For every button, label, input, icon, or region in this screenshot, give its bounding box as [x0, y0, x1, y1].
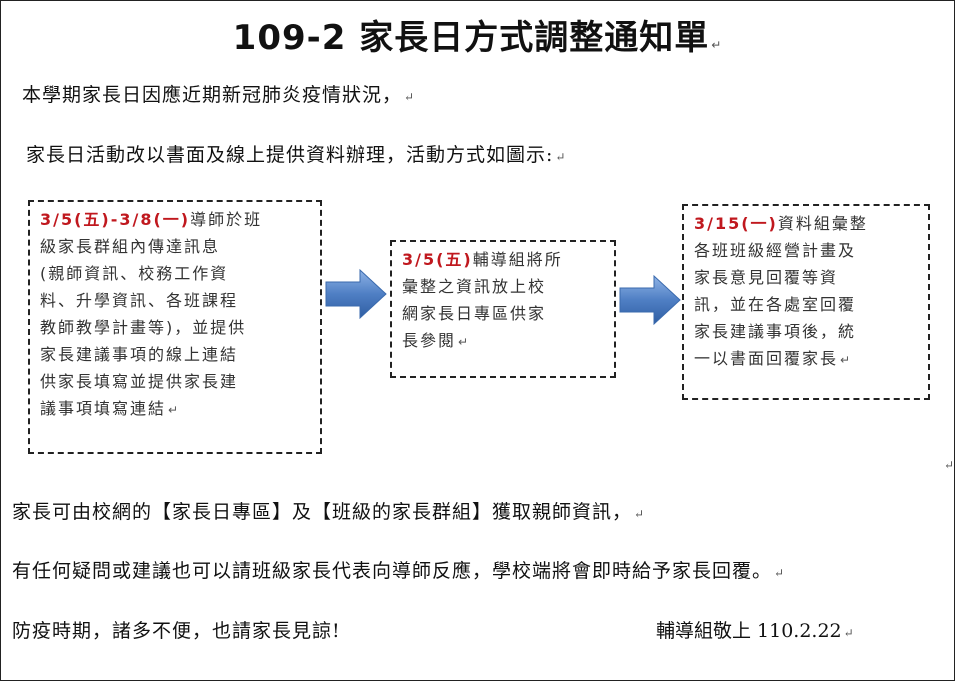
step-1-line: 導師於班: [190, 210, 263, 229]
body-line-1: 家長可由校網的【家長日專區】及【班級的家長群組】獲取親師資訊，↵: [12, 501, 646, 523]
step-3-date: 3/15(一): [694, 214, 778, 233]
intro-line-2: 家長日活動改以書面及線上提供資料辦理，活動方式如圖示:↵: [26, 144, 567, 166]
step-1-line: 料、升學資訊、各班課程: [40, 291, 239, 310]
signature: 輔導組敬上 110.2.22↵: [656, 620, 854, 642]
step-3-line: 家長建議事項後，統: [694, 322, 857, 341]
document-title: 109-2 家長日方式調整通知單↵: [0, 10, 955, 59]
step-3-line: 訊，並在各處室回覆: [694, 295, 857, 314]
step-1-line: 教師教學計畫等)，並提供: [40, 318, 247, 337]
body-line-3: 防疫時期，諸多不便，也請家長見諒!: [12, 620, 341, 642]
paragraph-mark: ↵: [711, 38, 723, 52]
step-box-1: 3/5(五)-3/8(一)導師於班 級家長群組內傳達訊息 (親師資訊、校務工作資…: [28, 200, 322, 454]
step-2-date: 3/5(五): [402, 250, 473, 269]
title-text: 109-2 家長日方式調整通知單: [232, 18, 710, 58]
right-arrow-icon: [325, 268, 387, 320]
step-box-3: 3/15(一)資料組彙整 各班班級經營計畫及 家長意見回覆等資 訊，並在各處室回…: [682, 204, 930, 400]
step-box-2: 3/5(五)輔導組將所 彙整之資訊放上校 網家長日專區供家 長參閱↵: [390, 240, 616, 378]
step-1-date: 3/5(五)-3/8(一): [40, 210, 191, 229]
step-2-line: 網家長日專區供家: [402, 304, 547, 323]
step-1-line: 家長建議事項的線上連結: [40, 345, 239, 364]
paragraph-mark: ↵: [944, 458, 955, 472]
step-3-line: 家長意見回覆等資: [694, 268, 839, 287]
step-1-line: (親師資訊、校務工作資: [40, 264, 229, 283]
step-3-line: 各班班級經營計畫及: [694, 241, 857, 260]
step-1-line: 供家長填寫並提供家長建: [40, 372, 239, 391]
step-2-line: 輔導組將所: [472, 250, 563, 269]
step-1-line: 級家長群組內傳達訊息: [40, 237, 221, 256]
right-arrow-icon: [619, 274, 681, 326]
body-line-2: 有任何疑問或建議也可以請班級家長代表向導師反應，學校端將會即時給予家長回覆。↵: [12, 560, 786, 582]
step-1-line: 議事項填寫連結: [40, 399, 167, 418]
step-3-line: 一以書面回覆家長: [694, 349, 839, 368]
step-2-line: 彙整之資訊放上校: [402, 277, 547, 296]
step-3-line: 資料組彙整: [777, 214, 868, 233]
intro-line-1: 本學期家長日因應近期新冠肺炎疫情狀況，↵: [22, 84, 416, 106]
step-2-line: 長參閱: [402, 331, 457, 350]
